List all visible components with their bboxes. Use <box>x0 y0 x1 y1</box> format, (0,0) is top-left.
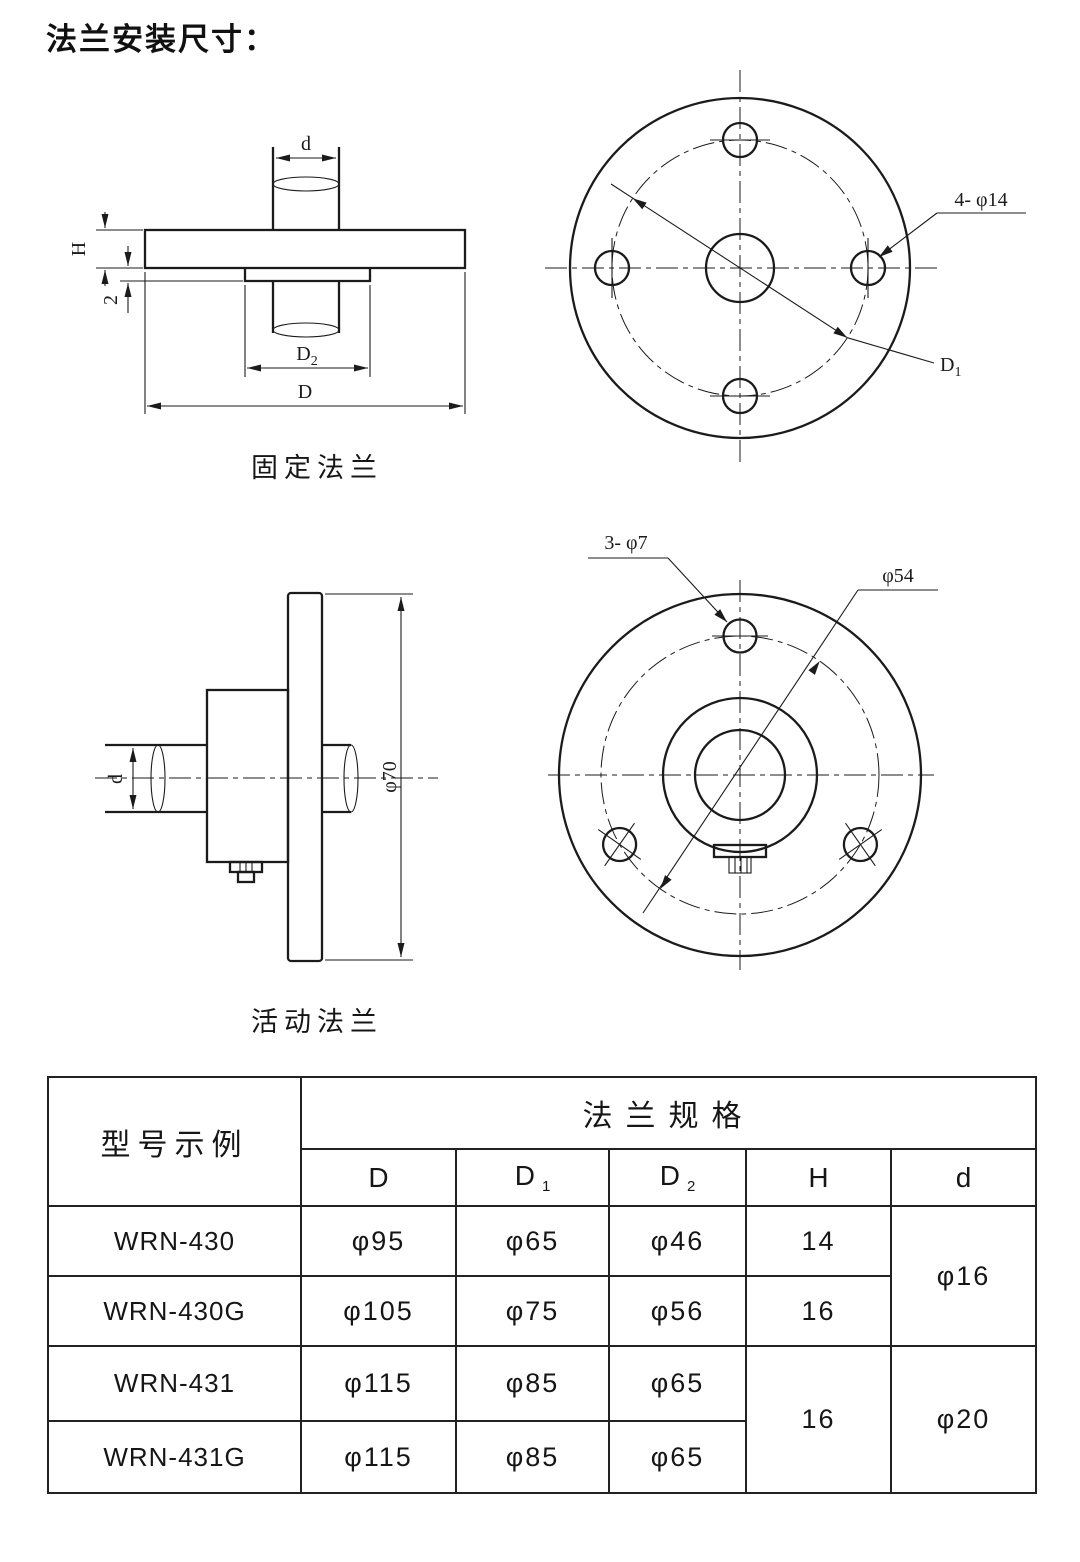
table-header-spec: 法兰规格 <box>299 1076 1038 1150</box>
arrowhead <box>630 194 647 210</box>
dim-label-2: 2 <box>100 295 122 305</box>
flange-hub <box>205 688 290 864</box>
fixed-flange-side-view: d H 2 D2 <box>68 133 467 483</box>
dim-label-phi54: φ54 <box>882 565 914 587</box>
value-d-merged-431: φ20 <box>889 1345 1038 1494</box>
flange-outer-circle <box>568 96 912 440</box>
pipe-break-symbol <box>343 744 359 813</box>
pipe-break-symbol <box>272 322 340 338</box>
value-D: φ95 <box>300 1205 457 1277</box>
dim-label-D2: D2 <box>296 343 317 369</box>
dim-label-d: d <box>301 133 311 155</box>
pipe-break-symbol <box>272 176 340 192</box>
leader-3xphi7 <box>667 557 728 623</box>
bolt-circle-phi54 <box>600 635 880 915</box>
movable-flange-side-view: d φ70 活动法兰 <box>95 591 438 1037</box>
dim-line-phi54 <box>642 589 859 914</box>
value-d-merged-430: φ16 <box>889 1205 1038 1347</box>
value-D1: φ75 <box>455 1275 610 1347</box>
value-D2: φ56 <box>608 1275 747 1347</box>
fixed-flange-caption: 固定法兰 <box>251 453 383 483</box>
dim-line-D1 <box>610 183 848 339</box>
value-D1: φ65 <box>455 1205 610 1277</box>
value-D1: φ85 <box>455 1345 610 1422</box>
table-header-row: 型号示例 法兰规格 <box>47 1076 1038 1207</box>
arrowhead <box>876 245 893 261</box>
dim-label-d: d <box>105 774 127 784</box>
dim-label-phi70: φ70 <box>379 761 401 793</box>
bolt-hole <box>601 826 638 863</box>
center-bore <box>693 728 787 822</box>
value-D2: φ65 <box>608 1420 747 1494</box>
table-row: WRN-431 φ115 φ85 φ65 16 φ20 <box>47 1345 1038 1494</box>
model-cell: WRN-430 <box>47 1205 302 1277</box>
flange-plate <box>143 228 467 270</box>
fixed-flange-front-view: D1 4- φ14 <box>545 70 1026 467</box>
model-cell: WRN-430G <box>47 1275 302 1347</box>
table-row: WRN-431G φ115 φ85 φ65 <box>47 1420 1036 1494</box>
value-D: φ105 <box>300 1275 457 1347</box>
pipe-break-symbol <box>150 744 166 813</box>
table-row: WRN-430G φ105 φ75 φ56 16 <box>47 1275 1036 1347</box>
value-D1: φ85 <box>455 1420 610 1494</box>
page-title: 法兰安装尺寸： <box>46 22 277 57</box>
movable-flange-caption: 活动法兰 <box>251 1007 383 1037</box>
value-H: 14 <box>745 1205 892 1277</box>
col-header-d: d <box>889 1148 1038 1207</box>
hub-circle <box>661 696 819 854</box>
holes-label-3xphi7: 3- φ7 <box>604 532 647 554</box>
col-header-H: H <box>745 1148 892 1207</box>
dim-label-D1: D1 <box>940 354 961 380</box>
holes-label-4xphi14: 4- φ14 <box>954 189 1007 211</box>
hole-crosshair <box>838 822 883 867</box>
flange-outer-circle <box>557 592 923 958</box>
flange-disc <box>286 591 324 963</box>
value-H-merged-431: 16 <box>745 1345 892 1494</box>
bolt-hole <box>842 826 879 863</box>
value-D: φ115 <box>300 1420 457 1494</box>
model-cell: WRN-431 <box>47 1345 302 1422</box>
model-cell: WRN-431G <box>47 1420 302 1494</box>
flange-boss <box>243 268 372 283</box>
value-D2: φ65 <box>608 1345 747 1422</box>
dim-label-D: D <box>298 381 312 403</box>
value-D: φ115 <box>300 1345 457 1422</box>
col-header-D: D <box>300 1148 457 1207</box>
table-header-model: 型号示例 <box>47 1076 302 1207</box>
value-D2: φ46 <box>608 1205 747 1277</box>
value-H: 16 <box>745 1275 892 1347</box>
center-bore <box>704 232 776 304</box>
dim-label-H: H <box>68 242 90 256</box>
hole-crosshair <box>597 822 642 867</box>
table-row: WRN-430 φ95 φ65 φ46 14 φ16 <box>47 1205 1038 1347</box>
movable-flange-front-view: φ54 3- φ7 <box>548 532 938 970</box>
flange-drawings: d H 2 D2 <box>68 70 1026 1037</box>
